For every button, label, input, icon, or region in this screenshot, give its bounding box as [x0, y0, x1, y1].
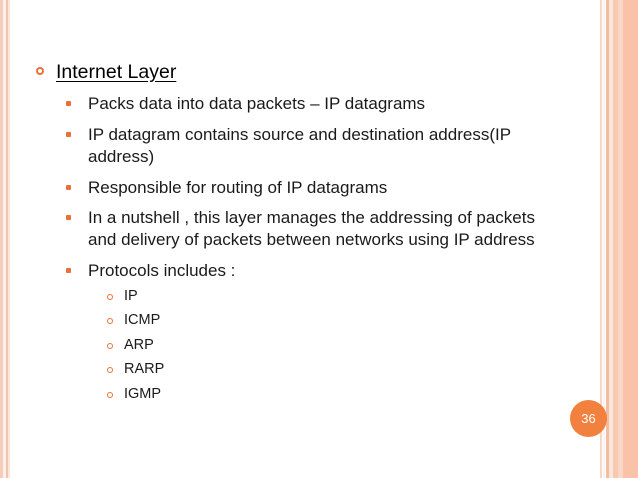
hollow-circle-bullet-icon [107, 367, 113, 374]
list-item: Responsible for routing of IP datagrams [34, 177, 554, 199]
list-item: IGMP [88, 385, 554, 405]
right-decorative-band [598, 0, 638, 478]
stripe-left-2 [3, 0, 6, 478]
slide-heading-label: Internet Layer [56, 61, 177, 83]
protocol-label: RARP [124, 361, 165, 378]
hollow-circle-bullet-icon [107, 318, 113, 325]
protocol-label: ARP [124, 336, 154, 353]
stripe-right-3 [606, 0, 609, 478]
protocol-label: IGMP [124, 385, 162, 402]
stripe-right-7 [623, 0, 638, 478]
stripe-right-5 [613, 0, 618, 478]
list-item: In a nutshell , this layer manages the a… [34, 207, 554, 251]
bullet-list: Packs data into data packets – IP datagr… [34, 93, 554, 404]
list-item-label: IP datagram contains source and destinat… [88, 125, 511, 166]
list-item: ICMP [88, 311, 554, 331]
slide-heading: Internet Layer [34, 60, 554, 84]
protocol-list: IP ICMP ARP RARP [88, 287, 554, 405]
protocol-label: ICMP [124, 312, 161, 329]
stripe-left-4 [8, 0, 10, 478]
stripe-right-4 [609, 0, 613, 478]
slide-content: Internet Layer Packs data into data pack… [34, 60, 554, 404]
stripe-right-2 [603, 0, 605, 478]
list-item: RARP [88, 360, 554, 380]
list-item: IP [88, 287, 554, 307]
list-item-label: Protocols includes : [88, 260, 236, 280]
square-bullet-icon [66, 184, 71, 190]
left-decorative-band [0, 0, 12, 478]
hollow-circle-bullet-icon [107, 391, 113, 398]
hollow-circle-bullet-icon [107, 293, 113, 300]
square-bullet-icon [66, 101, 71, 107]
hollow-circle-bullet-icon [107, 342, 113, 349]
list-item-label: Responsible for routing of IP datagrams [88, 177, 388, 197]
list-item: Packs data into data packets – IP datagr… [34, 93, 554, 115]
list-item: IP datagram contains source and destinat… [34, 124, 554, 168]
square-bullet-icon [66, 132, 71, 138]
list-item-label: Packs data into data packets – IP datagr… [88, 94, 426, 114]
stripe-left-1 [0, 0, 3, 478]
list-item: ARP [88, 336, 554, 356]
protocol-label: IP [124, 287, 138, 304]
page-number-label: 36 [581, 411, 596, 426]
page-number-badge: 36 [570, 400, 607, 437]
square-bullet-icon [66, 215, 71, 221]
hollow-circle-bullet-icon [36, 67, 44, 75]
list-item-label: In a nutshell , this layer manages the a… [88, 208, 535, 250]
list-item: Protocols includes : IP ICMP ARP [34, 260, 554, 405]
stripe-right-6 [618, 0, 623, 478]
stripe-left-3 [6, 0, 8, 478]
square-bullet-icon [66, 267, 71, 273]
